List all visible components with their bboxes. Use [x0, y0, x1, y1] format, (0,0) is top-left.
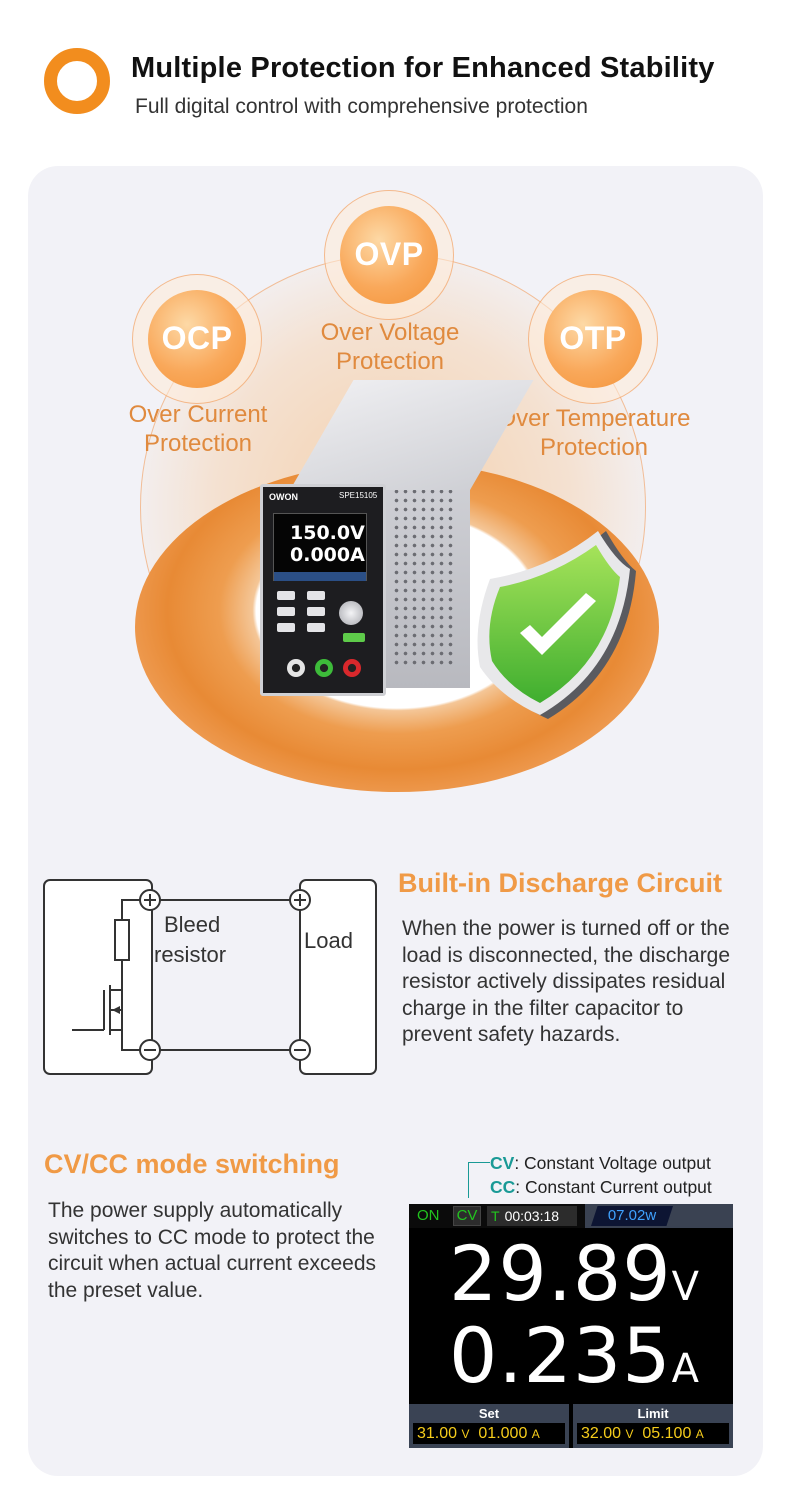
limit-values: 32.00 V 05.100 A [577, 1423, 729, 1444]
device-button [307, 607, 325, 616]
set-values: 31.00 V 01.000 A [413, 1423, 565, 1444]
output-status: ON [417, 1207, 440, 1224]
device-button [307, 623, 325, 632]
mode-legend: CV: Constant Voltage output CC: Constant… [490, 1151, 712, 1199]
device-knob [339, 601, 363, 625]
discharge-title: Built-in Discharge Circuit [398, 868, 723, 898]
ocp-label: Over Current Protection [128, 401, 268, 457]
otp-badge: OTP [528, 274, 658, 404]
device-current: 0.000A [290, 544, 365, 566]
device-button [307, 591, 325, 600]
otp-badge-text: OTP [543, 289, 643, 389]
ovp-badge: OVP [324, 190, 454, 320]
shield-check-icon [477, 531, 636, 719]
page-subtitle: Full digital control with comprehensive … [135, 95, 588, 118]
power-supply-device: OWON SPE15105 150.0V 0.000A [260, 484, 386, 696]
voltage-readout: 29.89V [449, 1229, 700, 1318]
feature-card: OVP OCP OTP Over Voltage Protection Over… [28, 166, 763, 1476]
device-onoff-button [343, 633, 365, 642]
device-model: SPE15105 [339, 491, 378, 500]
ocp-badge-text: OCP [147, 289, 247, 389]
cvcc-description: The power supply automatically switches … [48, 1199, 376, 1302]
set-panel: Set 31.00 V 01.000 A [409, 1404, 569, 1448]
cvcc-title: CV/CC mode switching [44, 1149, 340, 1179]
legend-leader-line [468, 1162, 490, 1198]
device-screen: 150.0V 0.000A [273, 513, 367, 581]
bleed-label: Bleed [164, 912, 220, 937]
current-readout: 0.235A [449, 1311, 700, 1400]
load-label: Load [304, 928, 353, 953]
terminal-ground [287, 659, 305, 677]
limit-panel: Limit 32.00 V 05.100 A [573, 1404, 733, 1448]
legend-cv: CV: Constant Voltage output [490, 1153, 711, 1173]
ovp-badge-text: OVP [339, 205, 439, 305]
otp-label: Over Temperature Protection [497, 405, 691, 461]
device-button [277, 623, 295, 632]
discharge-circuit-diagram: Bleed resistor Load [43, 879, 377, 1075]
terminal-negative [315, 659, 333, 677]
terminal-positive [343, 659, 361, 677]
ovp-label: Over Voltage Protection [320, 319, 460, 375]
power-panel: 07.02w [585, 1204, 733, 1228]
page-title: Multiple Protection for Enhanced Stabili… [131, 52, 715, 84]
device-button [277, 607, 295, 616]
ocp-badge: OCP [132, 274, 262, 404]
vent-holes [392, 478, 456, 668]
resistor-label: resistor [154, 942, 226, 967]
power-readout: 07.02w [591, 1206, 673, 1226]
ring-logo-icon [44, 48, 110, 114]
device-brand: OWON [269, 492, 298, 502]
device-button [277, 591, 295, 600]
discharge-description: When the power is turned off or the load… [402, 917, 731, 1046]
protection-hero: OVP OCP OTP Over Voltage Protection Over… [28, 166, 763, 816]
legend-cc: CC: Constant Current output [490, 1177, 712, 1197]
device-voltage: 150.0V [290, 522, 365, 544]
mode-indicator: CV [453, 1206, 481, 1226]
